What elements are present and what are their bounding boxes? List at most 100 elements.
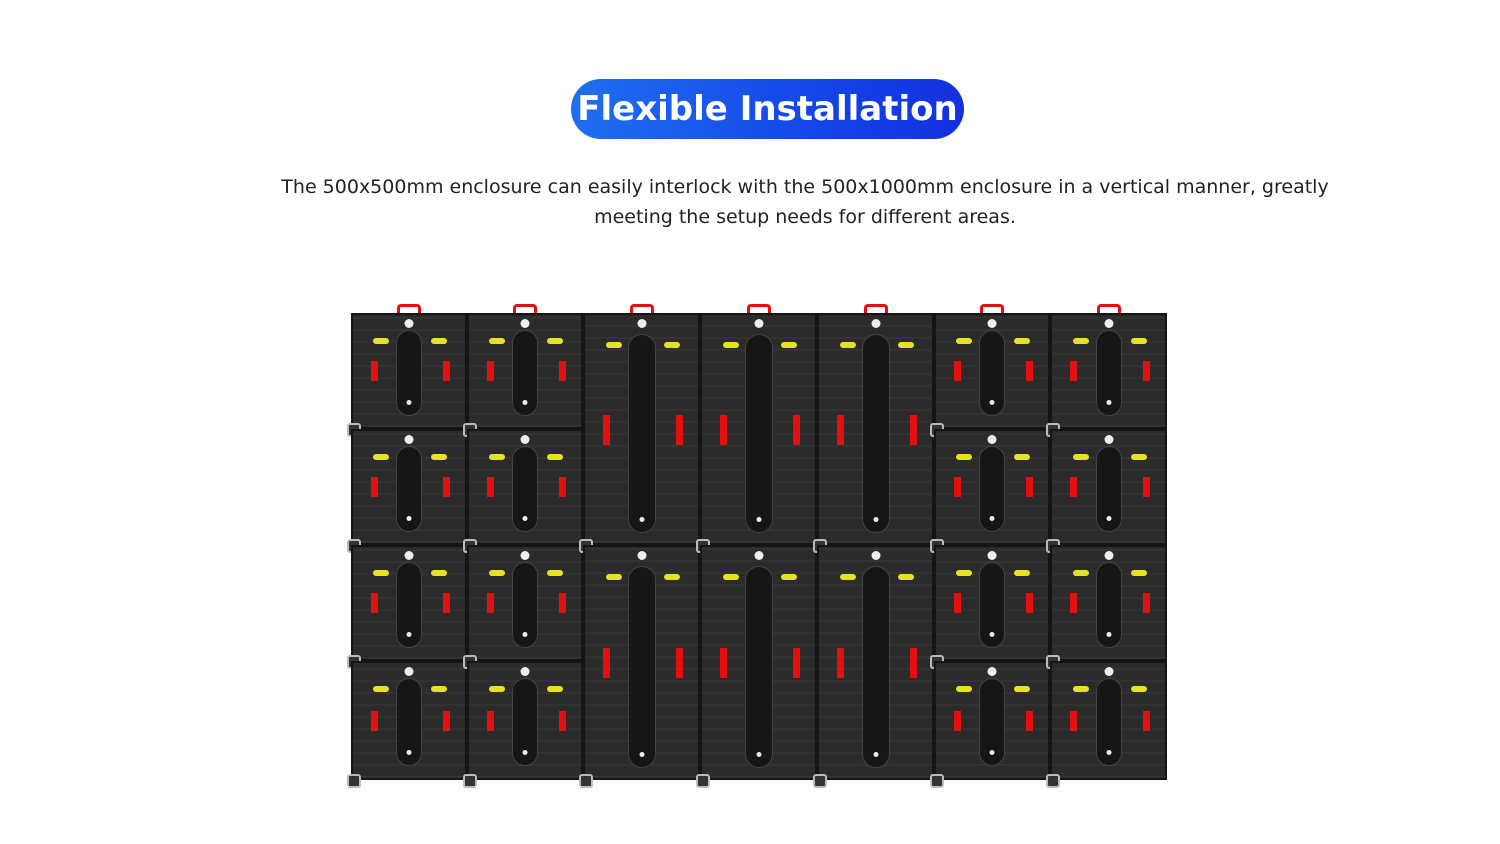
indicator-dot <box>756 751 761 757</box>
indicator-dot <box>522 750 528 756</box>
cabinet-500x1000 <box>579 545 700 788</box>
latch-left <box>605 573 622 580</box>
power-indicator <box>871 551 880 560</box>
power-indicator <box>754 319 763 328</box>
latch-left <box>956 454 972 461</box>
indicator-dot <box>1106 399 1111 405</box>
indicator-dot <box>522 515 528 521</box>
lock-lever-right <box>676 414 683 445</box>
latch-left <box>373 338 389 345</box>
lock-lever-right <box>1026 477 1033 498</box>
power-indicator <box>520 667 530 676</box>
lock-lever-right <box>443 593 450 614</box>
top-carry-handle <box>513 304 537 314</box>
power-indicator <box>1104 551 1113 560</box>
indicator-dot <box>756 516 761 522</box>
power-indicator <box>637 319 646 328</box>
lock-lever-right <box>1143 361 1150 382</box>
latch-right <box>1014 570 1030 577</box>
lock-lever-right <box>1143 710 1150 731</box>
lock-lever-left <box>954 593 961 614</box>
corner-lock <box>813 774 827 788</box>
latch-left <box>605 341 622 348</box>
indicator-dot <box>873 751 878 757</box>
lock-lever-right <box>1026 593 1033 614</box>
latch-right <box>1130 570 1147 577</box>
latch-right <box>547 454 563 461</box>
top-carry-handle <box>629 304 654 314</box>
latch-left <box>373 686 389 693</box>
latch-left <box>956 686 972 693</box>
lock-lever-left <box>954 361 961 382</box>
indicator-dot <box>639 516 644 522</box>
corner-lock <box>1046 774 1060 788</box>
lock-lever-right <box>443 710 450 731</box>
latch-left <box>373 454 389 461</box>
indicator-dot <box>873 516 878 522</box>
latch-right <box>547 686 563 693</box>
cabinet-500x1000 <box>696 545 817 788</box>
corner-lock <box>347 774 361 788</box>
indicator-dot <box>406 631 412 637</box>
lock-lever-right <box>1143 477 1150 498</box>
lock-lever-left <box>1070 361 1077 382</box>
latch-left <box>839 573 856 580</box>
indicator-dot <box>406 399 412 405</box>
indicator-dot <box>522 399 528 405</box>
latch-right <box>1130 338 1147 345</box>
lock-lever-left <box>371 710 378 731</box>
latch-left <box>373 570 389 577</box>
lock-lever-right <box>1026 361 1033 382</box>
cabinet-500x1000 <box>579 313 700 553</box>
lock-lever-right <box>559 361 566 382</box>
latch-right <box>431 338 447 345</box>
indicator-dot <box>406 750 412 756</box>
corner-lock <box>930 774 944 788</box>
lock-lever-right <box>676 648 683 679</box>
lock-lever-right <box>1143 593 1150 614</box>
latch-right <box>1014 686 1030 693</box>
indicator-dot <box>1106 750 1111 756</box>
corner-lock <box>579 774 593 788</box>
latch-left <box>1072 686 1089 693</box>
lock-lever-right <box>559 593 566 614</box>
latch-right <box>897 341 914 348</box>
latch-left <box>489 338 505 345</box>
latch-right <box>1014 338 1030 345</box>
cabinet-handle <box>861 565 890 768</box>
indicator-dot <box>989 750 995 756</box>
cabinet-500x500 <box>463 313 583 437</box>
top-carry-handle <box>1096 304 1121 314</box>
lock-lever-right <box>910 648 917 679</box>
lock-lever-left <box>603 648 610 679</box>
cabinet-500x500 <box>1046 429 1167 553</box>
section-title: Flexible Installation <box>577 89 958 129</box>
cabinet-500x1000 <box>813 313 934 553</box>
power-indicator <box>1104 435 1113 444</box>
cabinet-handle <box>627 333 656 533</box>
corner-lock <box>696 774 710 788</box>
latch-left <box>956 338 972 345</box>
latch-right <box>663 573 680 580</box>
indicator-dot <box>1106 631 1111 637</box>
power-indicator <box>637 551 646 560</box>
lock-lever-left <box>1070 593 1077 614</box>
top-carry-handle <box>746 304 771 314</box>
lock-lever-left <box>371 593 378 614</box>
cabinet-handle <box>396 330 422 416</box>
lock-lever-left <box>720 648 727 679</box>
latch-left <box>1072 338 1089 345</box>
latch-right <box>663 341 680 348</box>
latch-left <box>1072 570 1089 577</box>
lock-lever-left <box>720 414 727 445</box>
led-cabinet-wall-image <box>347 304 1168 788</box>
cabinet-500x500 <box>347 313 467 437</box>
cabinet-500x500 <box>1046 661 1167 788</box>
cabinet-handle <box>744 333 773 533</box>
power-indicator <box>1104 319 1113 328</box>
latch-right <box>780 341 797 348</box>
latch-right <box>1130 686 1147 693</box>
cabinet-500x500 <box>463 661 583 788</box>
latch-right <box>1014 454 1030 461</box>
lock-lever-left <box>371 361 378 382</box>
